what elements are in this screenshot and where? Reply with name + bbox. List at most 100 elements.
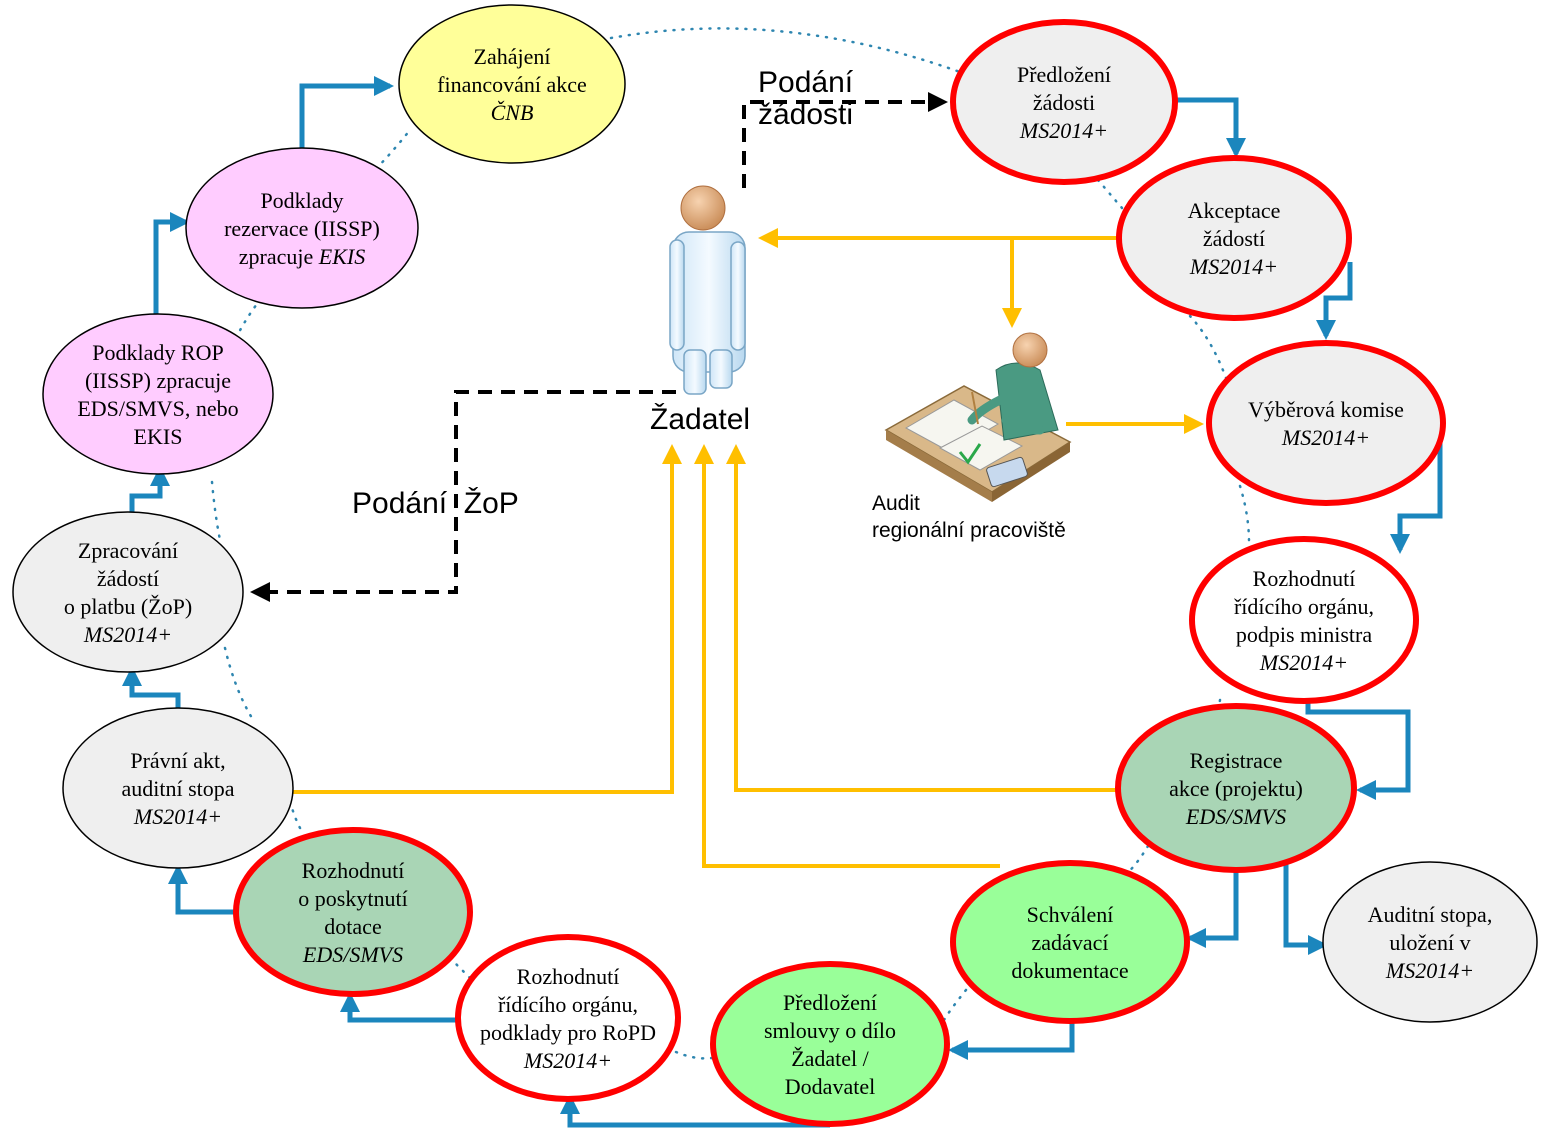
node-text-line: řídícího orgánu, [1234, 594, 1374, 619]
flow-arrow-vyberova-to-ministr [1390, 425, 1443, 554]
node-text-line: Předložení [783, 990, 877, 1015]
flow-arrow-rop-to-rezervace [153, 212, 190, 322]
node-text-line: Podklady ROP [92, 340, 223, 365]
node-ellipse [1206, 340, 1446, 506]
node-text-line: MS2014+ [133, 804, 222, 829]
submission-arrow-zadost [742, 92, 948, 188]
node-text-line: Schválení [1027, 902, 1114, 927]
node-text-line: podpis ministra [1236, 622, 1373, 647]
node-text-line: MS2014+ [1281, 425, 1370, 450]
node-text-line: řídícího orgánu, [498, 992, 638, 1017]
node-text-line: MS2014+ [1189, 254, 1278, 279]
node-text-line: Výběrová komise [1248, 397, 1404, 422]
node-ellipse [1115, 703, 1357, 873]
node-text-line: EDS/SMVS [1185, 804, 1286, 829]
node-text-line: o poskytnutí [298, 886, 407, 911]
flow-arrow-ropd-to-dotace [340, 992, 460, 1023]
node-text-line: MS2014+ [1019, 118, 1108, 143]
flow-arrow-schvaleni-to-smlouva [948, 1018, 1075, 1060]
audit-label-line: Audit [872, 492, 920, 515]
node-ellipse [185, 147, 419, 309]
flow-arrows [122, 76, 1443, 1128]
node-ellipse [950, 860, 1190, 1024]
node-ellipse [455, 934, 681, 1102]
node-text-line: financování akce [437, 72, 587, 97]
node-text-line: MS2014+ [83, 622, 172, 647]
node-text-line: žádostí [97, 566, 159, 591]
node-text-line: podklady pro RoPD [480, 1020, 656, 1045]
node-text-line: EDS/SMVS, nebo [77, 396, 238, 421]
node-text-line: žádostí [1203, 226, 1265, 251]
node-text-line: auditní stopa [121, 776, 234, 801]
flow-arrow-dotace-to-pravni [168, 864, 236, 915]
auditor-at-desk-icon [884, 332, 1072, 502]
node-text-line: Dodavatel [785, 1074, 875, 1099]
flow-arrow-rezervace-to-zahajeni [299, 76, 394, 148]
node-text-line: (IISSP) zpracuje [85, 368, 231, 393]
node-text-line: zpracuje EKIS [239, 244, 365, 269]
node-text-line: akce (projektu) [1169, 776, 1303, 801]
node-ellipse [1116, 155, 1352, 321]
node-text-line: MS2014+ [523, 1048, 612, 1073]
node-rozhodnuti-ropd: Rozhodnutí řídícího orgánu, podklady pro R… [455, 934, 681, 1102]
submission-arrows [250, 92, 948, 602]
node-ellipse [12, 511, 244, 673]
submission-label-line: Podání [758, 66, 854, 99]
audit-label-line: regionální pracoviště [872, 519, 1066, 542]
node-text-line: Zahájení [474, 44, 551, 69]
node-auditni-stopa-ulozeni: Auditní stopa, uložení v MS2014+ [1322, 861, 1538, 1023]
node-ellipse [710, 961, 950, 1127]
node-text-line: smlouvy o dílo [764, 1018, 896, 1043]
node-text-line: Rozhodnutí [517, 964, 620, 989]
node-text-line: Akceptace [1188, 198, 1281, 223]
flow-arrow-pravni-to-zop [122, 666, 181, 715]
node-text-line: MS2014+ [1259, 650, 1348, 675]
node-text-line: Registrace [1190, 748, 1283, 773]
node-rozhodnuti-ministr: Rozhodnutí řídícího orgánu, podpis ministr… [1189, 536, 1419, 704]
node-text-line: Rozhodnutí [302, 858, 405, 883]
node-text-line: uložení v [1389, 930, 1470, 955]
feedback-arrow-pravni-to-zadatel [290, 444, 682, 794]
node-text-line: Zpracování [78, 538, 178, 563]
node-zpracovani-zop: Zpracování žádostí o platbu (ŽoP) MS2014+ [12, 511, 244, 673]
node-ellipse [233, 827, 473, 997]
applicant-label: Žadatel [650, 403, 750, 436]
flow-arrow-smlouva-to-ropd [560, 1094, 830, 1128]
node-text-line: Podklady [260, 188, 343, 213]
person-icon [669, 185, 746, 395]
node-text-line: EDS/SMVS [302, 942, 403, 967]
node-text-line: dotace [324, 914, 381, 939]
node-text-line: dokumentace [1011, 958, 1128, 983]
node-text-line: žádosti [1033, 90, 1095, 115]
node-text-line: ČNB [491, 100, 534, 125]
submission-label-line: žádosti [758, 98, 853, 131]
node-text-line: Rozhodnutí [1253, 566, 1356, 591]
node-text-line: Auditní stopa, [1368, 902, 1493, 927]
node-text-line: MS2014+ [1385, 958, 1474, 983]
node-ellipse [42, 313, 274, 475]
feedback-arrow-registrace-to-zadatel [726, 444, 1120, 792]
node-ellipse [398, 4, 626, 164]
node-text-line: Předložení [1017, 62, 1111, 87]
payment-submission-label: Podání ŽoP [352, 487, 519, 520]
flow-arrow-registrace-to-schvaleni [1186, 870, 1239, 948]
submission-label: Podání žádosti [758, 66, 861, 131]
flow-arrow-predlozeni-to-akceptace [1176, 97, 1246, 158]
flow-arrow-ministr-to-registrace [1305, 700, 1411, 800]
node-text-line: Právní akt, [130, 748, 225, 773]
node-text-line: EKIS [134, 424, 183, 449]
node-registrace: Registrace akce (projektu) EDS/SMVS [1115, 703, 1357, 873]
node-text-line: o platbu (ŽoP) [64, 594, 192, 619]
node-text-line: Žadatel / [791, 1046, 869, 1071]
